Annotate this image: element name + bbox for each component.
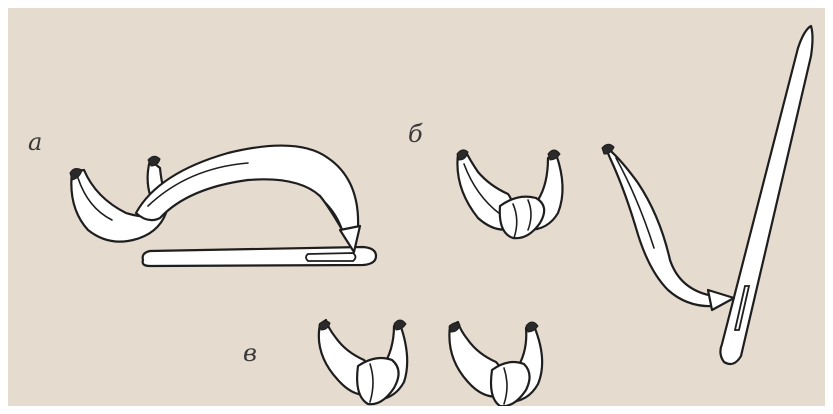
label-step-v: в [243,339,257,367]
label-step-b: б [408,120,423,148]
step-a-needle-eye [306,253,356,261]
diagram-panel: а б [8,8,825,406]
ribbon-stitch-diagram: а б [8,8,825,406]
label-step-a: а [28,128,42,156]
diagram-background [8,8,825,406]
